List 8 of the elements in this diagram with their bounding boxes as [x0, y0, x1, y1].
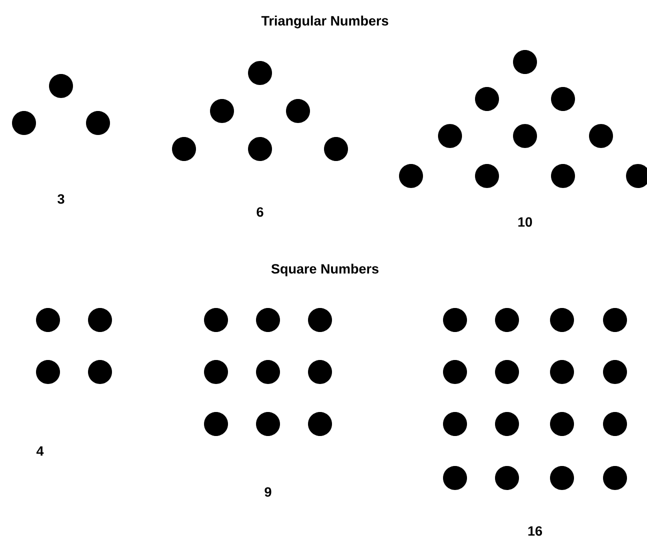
number-label: 10 [518, 217, 532, 227]
number-label: 6 [256, 207, 264, 217]
number-label: 4 [36, 446, 44, 456]
number-label: 16 [528, 526, 542, 536]
heading: Triangular Numbers [261, 16, 388, 28]
heading: Square Numbers [271, 264, 378, 276]
number-label: 3 [58, 194, 64, 204]
number-label: 9 [264, 487, 272, 497]
